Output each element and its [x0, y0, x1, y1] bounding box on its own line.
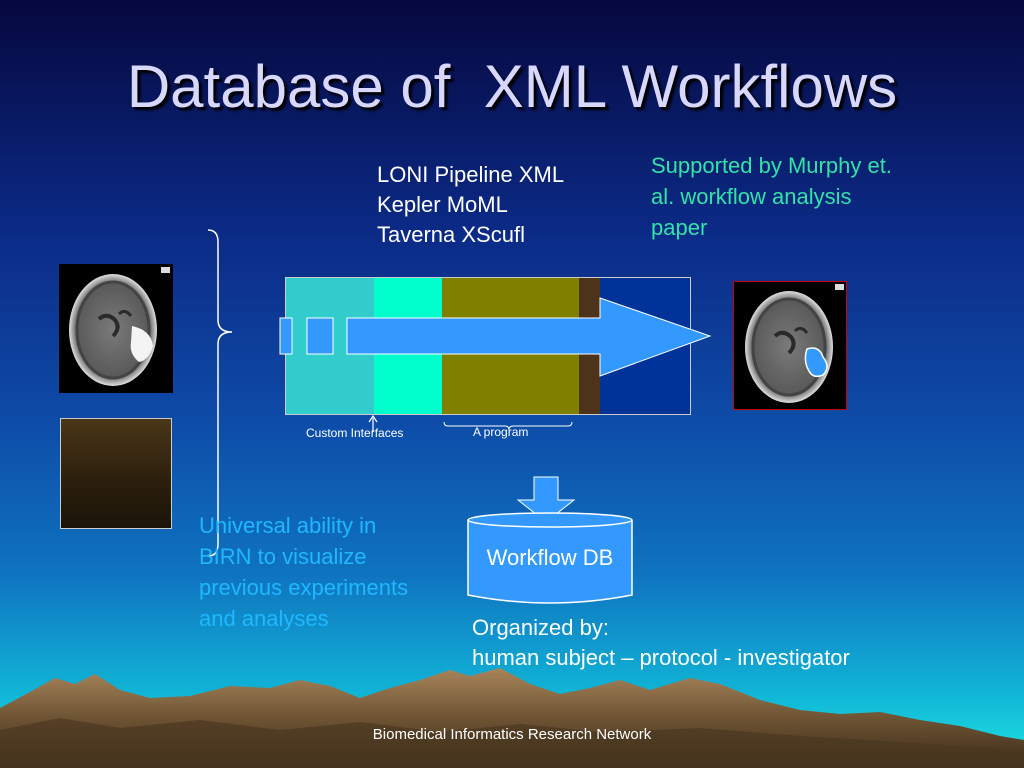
label-brackets [368, 414, 573, 432]
supported-note-line-3: paper [651, 215, 708, 240]
a-program-label: A program [473, 425, 529, 439]
curly-brace [207, 229, 233, 557]
supported-note-line-1: Supported by Murphy et. [651, 153, 892, 178]
organized-by-text: Organized by: human subject – protocol -… [472, 613, 850, 673]
universal-ability-line-4: and analyses [199, 606, 329, 631]
universal-ability-line-3: previous experiments [199, 575, 409, 600]
down-arrow [516, 476, 576, 523]
format-taverna: Taverna XScufl [377, 222, 525, 247]
workflow-arrow [279, 297, 712, 377]
format-kepler: Kepler MoML [377, 192, 508, 217]
universal-ability-text: Universal ability in BIRN to visualize p… [199, 510, 408, 634]
formats-list: LONI Pipeline XML Kepler MoML Taverna XS… [377, 160, 564, 250]
workflow-db-cylinder [467, 512, 633, 604]
dark-image-placeholder [60, 418, 172, 529]
format-loni: LONI Pipeline XML [377, 162, 565, 187]
supported-note-line-2: al. workflow analysis [651, 184, 852, 209]
slide-title: Database of XML Workflows [126, 53, 898, 120]
universal-ability-line-1: Universal ability in [199, 513, 377, 538]
universal-ability-line-2: BIRN to visualize [199, 544, 367, 569]
brain-scan-image-right [733, 281, 847, 410]
brain-scan-image-left [59, 264, 173, 393]
mountain-background [0, 668, 1024, 768]
supported-note: Supported by Murphy et. al. workflow ana… [651, 150, 892, 243]
organized-by-line-1: Organized by: [472, 615, 609, 640]
footer-text: Biomedical Informatics Research Network [372, 726, 652, 743]
custom-interfaces-label: Custom Interfaces [306, 426, 404, 440]
organized-by-line-2: human subject – protocol - investigator [472, 645, 850, 670]
workflow-db-label: Workflow DB [486, 545, 614, 570]
